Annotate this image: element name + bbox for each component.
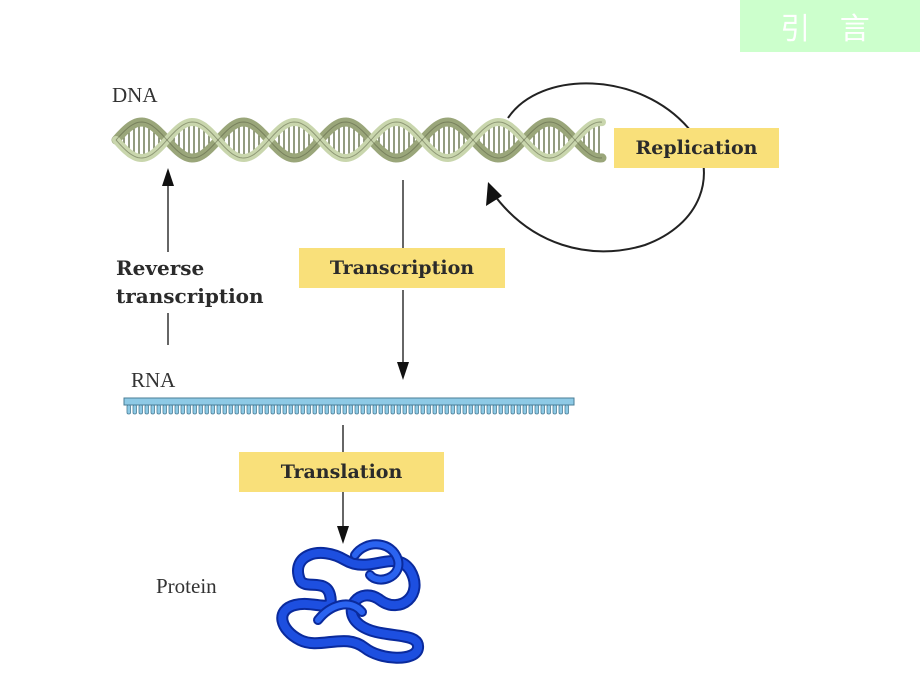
rna-nucleotide — [180, 404, 185, 415]
rna-nucleotide — [330, 404, 335, 415]
rna-nucleotide — [264, 404, 269, 415]
rna-nucleotide — [306, 404, 311, 415]
rna-nucleotide — [552, 404, 557, 415]
translation-box: Translation — [239, 452, 444, 492]
rna-nucleotide — [420, 404, 425, 415]
rna-nucleotide — [150, 404, 155, 415]
rna-nucleotide — [540, 404, 545, 415]
rna-nucleotide — [336, 404, 341, 415]
rna-nucleotide — [396, 404, 401, 415]
reverse-label-line1: Reverse — [116, 256, 205, 280]
rna-nucleotide — [426, 404, 431, 415]
rna-nucleotide — [432, 404, 437, 415]
rna-nucleotide — [390, 404, 395, 415]
rna-nucleotide — [546, 404, 551, 415]
rna-nucleotide — [156, 404, 161, 415]
protein-label: Protein — [156, 574, 217, 598]
replication-loop-arrow — [491, 82, 705, 253]
rna-nucleotide — [366, 404, 371, 415]
rna-nucleotide — [492, 404, 497, 415]
rna-nucleotide — [198, 404, 203, 415]
rna-nucleotide — [342, 404, 347, 415]
rna-nucleotide — [474, 404, 479, 415]
rna-nucleotide — [246, 404, 251, 415]
rna-nucleotide — [300, 404, 305, 415]
rna-nucleotide — [534, 404, 539, 415]
rna-nucleotide — [222, 404, 227, 415]
rna-nucleotide — [234, 404, 239, 415]
rna-nucleotide — [240, 404, 245, 415]
rna-nucleotide — [522, 404, 527, 415]
rna-nucleotide — [564, 404, 569, 415]
rna-nucleotide — [462, 404, 467, 415]
rna-nucleotide — [288, 404, 293, 415]
reverse-transcription-arrowhead — [162, 168, 174, 186]
transcription-arrowhead — [397, 362, 409, 380]
reverse-transcription-label: Reverse transcription — [116, 254, 264, 310]
rna-nucleotide — [408, 404, 413, 415]
rna-nucleotide — [354, 404, 359, 415]
rna-nucleotide — [174, 404, 179, 415]
rna-nucleotide — [162, 404, 167, 415]
rna-nucleotide — [144, 404, 149, 415]
header-title: 引 言 — [740, 0, 920, 52]
rna-nucleotide — [384, 404, 389, 415]
rna-nucleotide — [498, 404, 503, 415]
rna-nucleotide — [270, 404, 275, 415]
rna-nucleotide — [486, 404, 491, 415]
rna-nucleotide — [402, 404, 407, 415]
dna-helix — [111, 117, 607, 163]
reverse-label-line2: transcription — [116, 284, 264, 308]
rna-nucleotide — [252, 404, 257, 415]
rna-nucleotide — [294, 404, 299, 415]
rna-nucleotide — [324, 404, 329, 415]
rna-nucleotide — [414, 404, 419, 415]
replication-box: Replication — [614, 128, 779, 168]
rna-nucleotide — [138, 404, 143, 415]
rna-nucleotide — [510, 404, 515, 415]
rna-nucleotide — [204, 404, 209, 415]
rna-nucleotide — [378, 404, 383, 415]
rna-nucleotide — [192, 404, 197, 415]
rna-nucleotide — [516, 404, 521, 415]
rna-nucleotide — [348, 404, 353, 415]
rna-nucleotide — [360, 404, 365, 415]
rna-nucleotide — [480, 404, 485, 415]
rna-nucleotide — [258, 404, 263, 415]
replication-arrowhead — [486, 182, 502, 206]
rna-nucleotide — [444, 404, 449, 415]
rna-nucleotide — [312, 404, 317, 415]
rna-nucleotide — [216, 404, 221, 415]
transcription-box: Transcription — [299, 248, 505, 288]
rna-nucleotide — [126, 404, 131, 415]
dna-label: DNA — [112, 83, 158, 107]
rna-nucleotide — [282, 404, 287, 415]
rna-nucleotide — [276, 404, 281, 415]
rna-nucleotide — [456, 404, 461, 415]
rna-nucleotide — [372, 404, 377, 415]
rna-nucleotide — [168, 404, 173, 415]
rna-nucleotide — [450, 404, 455, 415]
rna-nucleotide — [504, 404, 509, 415]
rna-label: RNA — [131, 368, 176, 392]
rna-nucleotide — [438, 404, 443, 415]
rna-nucleotide — [186, 404, 191, 415]
rna-strand — [123, 397, 575, 415]
rna-nucleotide — [318, 404, 323, 415]
rna-nucleotide — [528, 404, 533, 415]
rna-nucleotide — [468, 404, 473, 415]
translation-arrowhead — [337, 526, 349, 544]
rna-nucleotide — [558, 404, 563, 415]
rna-nucleotide — [228, 404, 233, 415]
protein-structure — [276, 539, 424, 664]
rna-nucleotide — [210, 404, 215, 415]
rna-nucleotide — [132, 404, 137, 415]
